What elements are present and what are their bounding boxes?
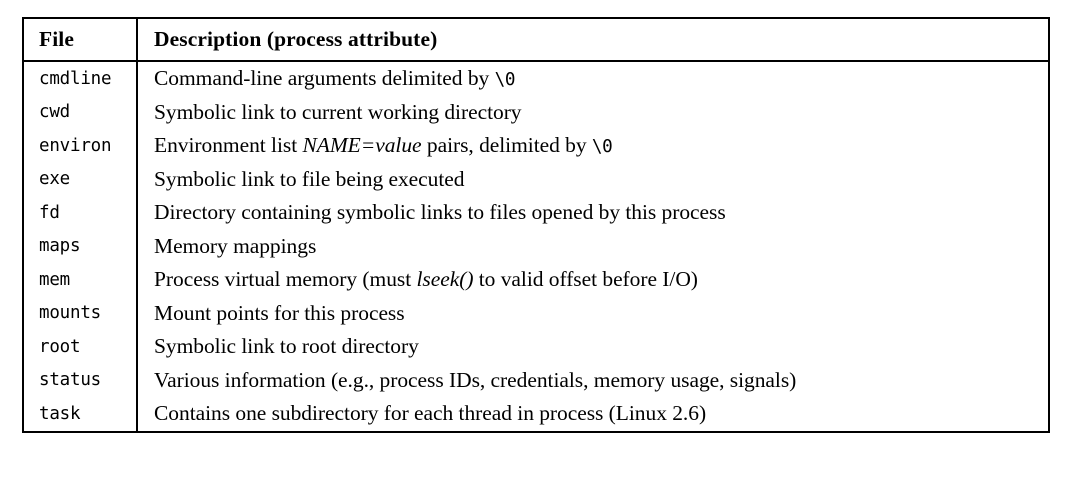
description-text: Mount points for this process bbox=[138, 297, 1048, 331]
file-name-text: task bbox=[39, 403, 81, 424]
description-segment: \0 bbox=[494, 70, 516, 91]
column-header-file-label: File bbox=[39, 27, 75, 51]
description-segment: Memory mappings bbox=[154, 233, 317, 258]
description-segment: NAME=value bbox=[302, 133, 422, 158]
table-row: cmdline Command-line arguments delimited … bbox=[23, 61, 1049, 96]
file-name-text: environ bbox=[39, 135, 112, 156]
table-row: status Various information (e.g., process… bbox=[23, 363, 1049, 398]
file-name-text: cmdline bbox=[39, 68, 112, 89]
file-name-text: root bbox=[39, 336, 81, 357]
column-header-description-label: Description (process attribute) bbox=[154, 27, 438, 51]
cell-file: task bbox=[23, 397, 138, 432]
table-row: environ Environment list NAME=value pairs… bbox=[23, 129, 1049, 163]
description-text: Contains one subdirectory for each threa… bbox=[138, 397, 1048, 431]
cell-file: status bbox=[23, 363, 138, 397]
table-row: exe Symbolic link to file being executed bbox=[23, 162, 1049, 197]
table-row: maps Memory mappings bbox=[23, 229, 1049, 264]
cell-file: cwd bbox=[23, 95, 138, 129]
file-name-text: maps bbox=[39, 236, 81, 257]
table-body: cmdline Command-line arguments delimited … bbox=[23, 61, 1049, 432]
description-text: Environment list NAME=value pairs, delim… bbox=[138, 129, 1048, 163]
description-segment: Symbolic link to file being executed bbox=[154, 166, 465, 191]
cell-description: Symbolic link to current working directo… bbox=[137, 96, 1049, 130]
description-text: Various information (e.g., process IDs, … bbox=[138, 364, 1048, 398]
column-header-file: File bbox=[23, 18, 138, 62]
cell-file: environ bbox=[23, 129, 138, 163]
description-text: Symbolic link to current working directo… bbox=[138, 96, 1048, 130]
description-segment: Environment list bbox=[154, 133, 303, 158]
table-row: fd Directory containing symbolic links to… bbox=[23, 196, 1049, 230]
cell-file: fd bbox=[23, 196, 138, 230]
table-row: root Symbolic link to root directory bbox=[23, 330, 1049, 364]
cell-description: Mount points for this process bbox=[137, 297, 1049, 331]
file-name-text: status bbox=[39, 370, 102, 391]
cell-file: mem bbox=[23, 263, 138, 297]
file-name-text: mounts bbox=[39, 303, 102, 324]
description-segment: to valid offset before I/O) bbox=[473, 267, 698, 292]
table-row: cwd Symbolic link to current working dire… bbox=[23, 95, 1049, 130]
table-row: mem Process virtual memory (must lseek() … bbox=[23, 263, 1049, 297]
description-segment: Command-line arguments delimited by bbox=[154, 66, 495, 91]
cell-file: maps bbox=[23, 229, 138, 263]
description-segment: Symbolic link to root directory bbox=[154, 334, 419, 359]
description-segment: Symbolic link to current working directo… bbox=[154, 99, 522, 124]
cell-file: mounts bbox=[23, 296, 138, 330]
description-text: Command-line arguments delimited by \0 bbox=[138, 62, 1048, 96]
table-header-row: File Description (process attribute) bbox=[23, 18, 1049, 62]
cell-description: Symbolic link to root directory bbox=[137, 330, 1049, 364]
cell-description: Process virtual memory (must lseek() to … bbox=[137, 263, 1049, 297]
description-segment: lseek() bbox=[416, 267, 474, 292]
cell-file: root bbox=[23, 330, 138, 364]
description-text: Symbolic link to root directory bbox=[138, 330, 1048, 364]
proc-files-table: File Description (process attribute) cmd… bbox=[22, 17, 1050, 433]
table-row: task Contains one subdirectory for each t… bbox=[23, 397, 1049, 432]
file-name-text: mem bbox=[39, 269, 71, 290]
file-name-text: fd bbox=[39, 202, 60, 223]
cell-description: Directory containing symbolic links to f… bbox=[137, 196, 1049, 230]
cell-file: exe bbox=[23, 162, 138, 196]
description-segment: \0 bbox=[591, 137, 613, 158]
description-text: Process virtual memory (must lseek() to … bbox=[138, 263, 1048, 297]
cell-description: Environment list NAME=value pairs, delim… bbox=[137, 129, 1049, 163]
description-segment: Mount points for this process bbox=[154, 300, 405, 325]
description-segment: pairs, delimited by bbox=[421, 133, 592, 158]
file-name-text: exe bbox=[39, 169, 71, 190]
description-segment: Contains one subdirectory for each threa… bbox=[154, 401, 707, 426]
description-segment: Various information (e.g., process IDs, … bbox=[154, 367, 797, 392]
description-text: Memory mappings bbox=[138, 230, 1048, 264]
description-text: Symbolic link to file being executed bbox=[138, 163, 1048, 197]
description-text: Directory containing symbolic links to f… bbox=[138, 196, 1048, 230]
description-segment: Directory containing symbolic links to f… bbox=[154, 200, 726, 225]
cell-description: Memory mappings bbox=[137, 230, 1049, 264]
cell-description: Contains one subdirectory for each threa… bbox=[137, 397, 1049, 432]
file-name-text: cwd bbox=[39, 102, 71, 123]
description-segment: Process virtual memory (must bbox=[154, 267, 417, 292]
cell-description: Symbolic link to file being executed bbox=[137, 163, 1049, 197]
cell-description: Command-line arguments delimited by \0 bbox=[137, 61, 1049, 96]
cell-description: Various information (e.g., process IDs, … bbox=[137, 364, 1049, 398]
cell-file: cmdline bbox=[23, 61, 138, 96]
column-header-description: Description (process attribute) bbox=[137, 18, 1049, 62]
table-header: File Description (process attribute) bbox=[23, 18, 1049, 62]
table-row: mounts Mount points for this process bbox=[23, 296, 1049, 331]
